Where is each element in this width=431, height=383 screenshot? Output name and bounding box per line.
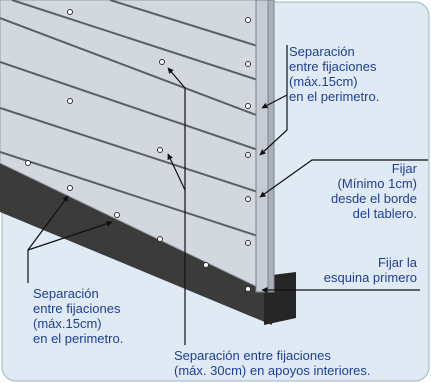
screw <box>157 236 163 242</box>
screw <box>67 98 73 104</box>
base-beam <box>0 163 272 325</box>
joint-line <box>109 0 265 49</box>
leader-top-right-2 <box>261 94 288 109</box>
callout-fix-corner: Fijar la esquina primero <box>323 255 417 285</box>
joint-line <box>11 0 265 83</box>
screw <box>245 196 251 202</box>
leader-bottom-center-1 <box>167 67 186 345</box>
screw <box>67 9 73 15</box>
screw <box>245 152 251 158</box>
screw <box>245 286 251 292</box>
joint-line <box>0 107 265 195</box>
screw <box>245 240 251 246</box>
leader-bottom-left-2 <box>27 220 113 251</box>
screw <box>159 59 165 65</box>
joint-line <box>0 151 265 239</box>
screw <box>203 262 209 268</box>
joint-line <box>0 61 265 153</box>
callout-bottom-left: Separación entre fijaciones (máx.15cm) e… <box>33 286 124 346</box>
screw <box>245 17 251 23</box>
screws <box>25 9 251 292</box>
stud-post-side <box>267 0 275 293</box>
leader-bottom-center-2 <box>167 153 186 191</box>
screw <box>67 185 73 191</box>
screw <box>25 160 31 166</box>
screw <box>245 61 251 67</box>
board-joints <box>0 0 265 239</box>
joint-line <box>0 17 265 119</box>
callout-fix-min: Fijar (Mínimo 1cm) desde el borde del ta… <box>330 161 417 221</box>
screw <box>157 147 163 153</box>
screw <box>245 103 251 109</box>
screw <box>114 212 120 218</box>
callout-bottom-center: Separación entre fijaciones (máx. 30cm) … <box>174 348 371 378</box>
leader-lines <box>27 45 428 345</box>
callout-top-right: Separación entre fijaciones (máx.15cm) e… <box>289 44 380 104</box>
leader-top-right-1 <box>259 45 288 156</box>
stud-post <box>255 0 269 293</box>
leader-fix-min <box>259 159 428 198</box>
